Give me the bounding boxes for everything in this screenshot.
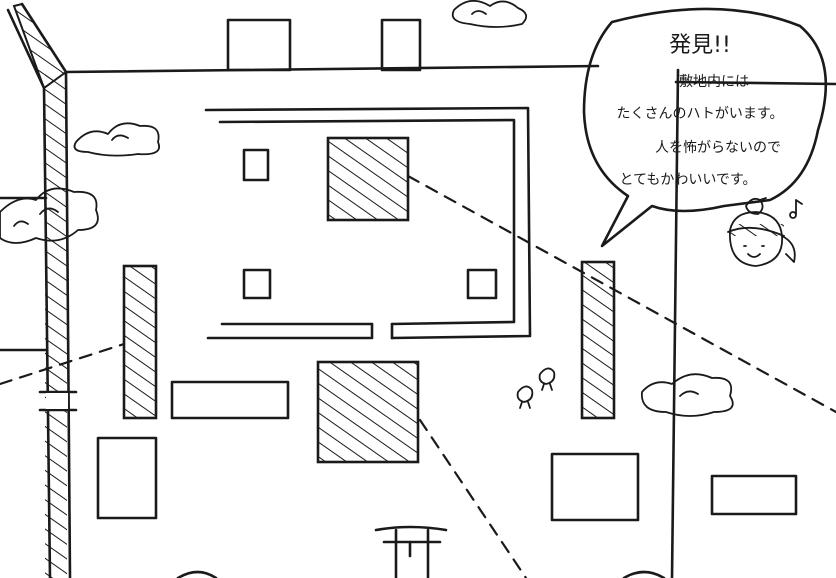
bubble-headline: 発見!! bbox=[669, 33, 731, 58]
cloud-right-icon bbox=[641, 373, 734, 417]
bottom-arc-right bbox=[622, 570, 666, 578]
girl-with-pigeon-icon bbox=[727, 197, 803, 267]
bubble-line-2: たくさんのハトがいます。 bbox=[616, 106, 783, 122]
building-lower-middle-right bbox=[550, 452, 640, 522]
bubble-line-1: 敷地内には bbox=[679, 74, 749, 90]
top-building-right bbox=[380, 18, 422, 72]
cloud-top-icon bbox=[451, 0, 528, 28]
cloud-left-lower-icon bbox=[0, 187, 99, 244]
corner-lantern-bottom-right bbox=[466, 268, 498, 300]
corner-lantern-top-left bbox=[242, 148, 270, 182]
left-corridor-hatched bbox=[122, 264, 158, 420]
left-road bbox=[0, 2, 78, 578]
bubble-line-3: 人を怖がらないので bbox=[655, 139, 781, 156]
bottom-arc-left bbox=[176, 570, 218, 578]
torii-gate-icon bbox=[374, 525, 448, 578]
pigeon-icon bbox=[516, 367, 556, 409]
worship-hall-hatched bbox=[316, 360, 420, 464]
main-hall-hatched bbox=[326, 136, 410, 222]
top-building-left bbox=[226, 18, 292, 72]
dashed-sight-lines bbox=[0, 174, 836, 578]
building-lower-right bbox=[710, 474, 798, 516]
cloud-left-upper-icon bbox=[73, 122, 160, 157]
right-corridor-hatched bbox=[580, 260, 616, 420]
speech-bubble: 発見!! 敷地内には たくさんのハトがいます。 人を怖がらないので とてもかわい… bbox=[582, 7, 828, 248]
corner-lantern-bottom-left bbox=[242, 268, 272, 300]
bubble-line-4: とてもかわいいです。 bbox=[619, 172, 756, 188]
main-shrine-compound bbox=[204, 106, 532, 340]
building-lower-left bbox=[96, 436, 158, 520]
long-building-left bbox=[170, 380, 290, 420]
